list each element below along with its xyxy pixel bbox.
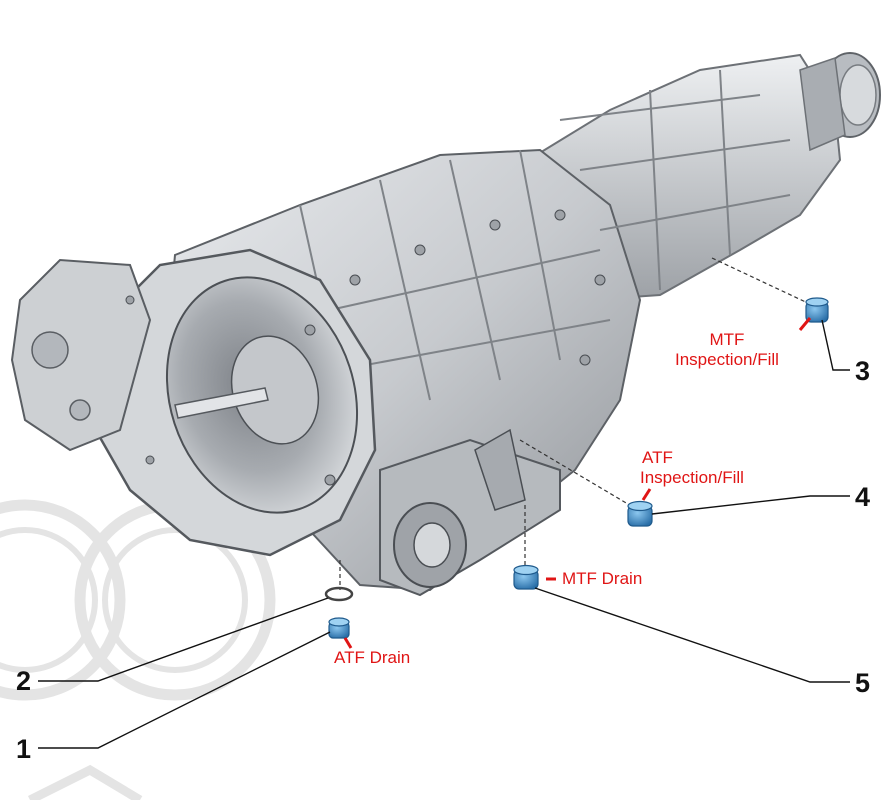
transmission-illustration [10, 52, 881, 597]
callout-number-4: 4 [855, 482, 871, 512]
callout-number-2: 2 [16, 666, 32, 696]
drain-plug-icon [328, 297, 829, 639]
label-atf-line1: ATF [642, 448, 673, 467]
label-pointers [343, 317, 812, 649]
label-atf-inspection-fill: ATF Inspection/Fill [640, 448, 744, 487]
label-mtf-inspection-fill: MTF Inspection/Fill [675, 330, 779, 369]
callout-number-5: 5 [855, 668, 871, 698]
guide-lines [339, 257, 813, 590]
watermark-logo [0, 499, 276, 805]
callout-lines [38, 319, 850, 749]
label-atf-drain: ATF Drain [334, 648, 411, 667]
seal-ring-icon [324, 586, 354, 602]
label-atf-line2: Inspection/Fill [640, 467, 744, 487]
label-mtf-line1: MTF [709, 330, 745, 349]
label-mtf-drain: MTF Drain [562, 569, 643, 588]
callout-number-1: 1 [16, 734, 32, 764]
label-mtf-line2: Inspection/Fill [675, 349, 779, 369]
callout-number-3: 3 [855, 356, 871, 386]
